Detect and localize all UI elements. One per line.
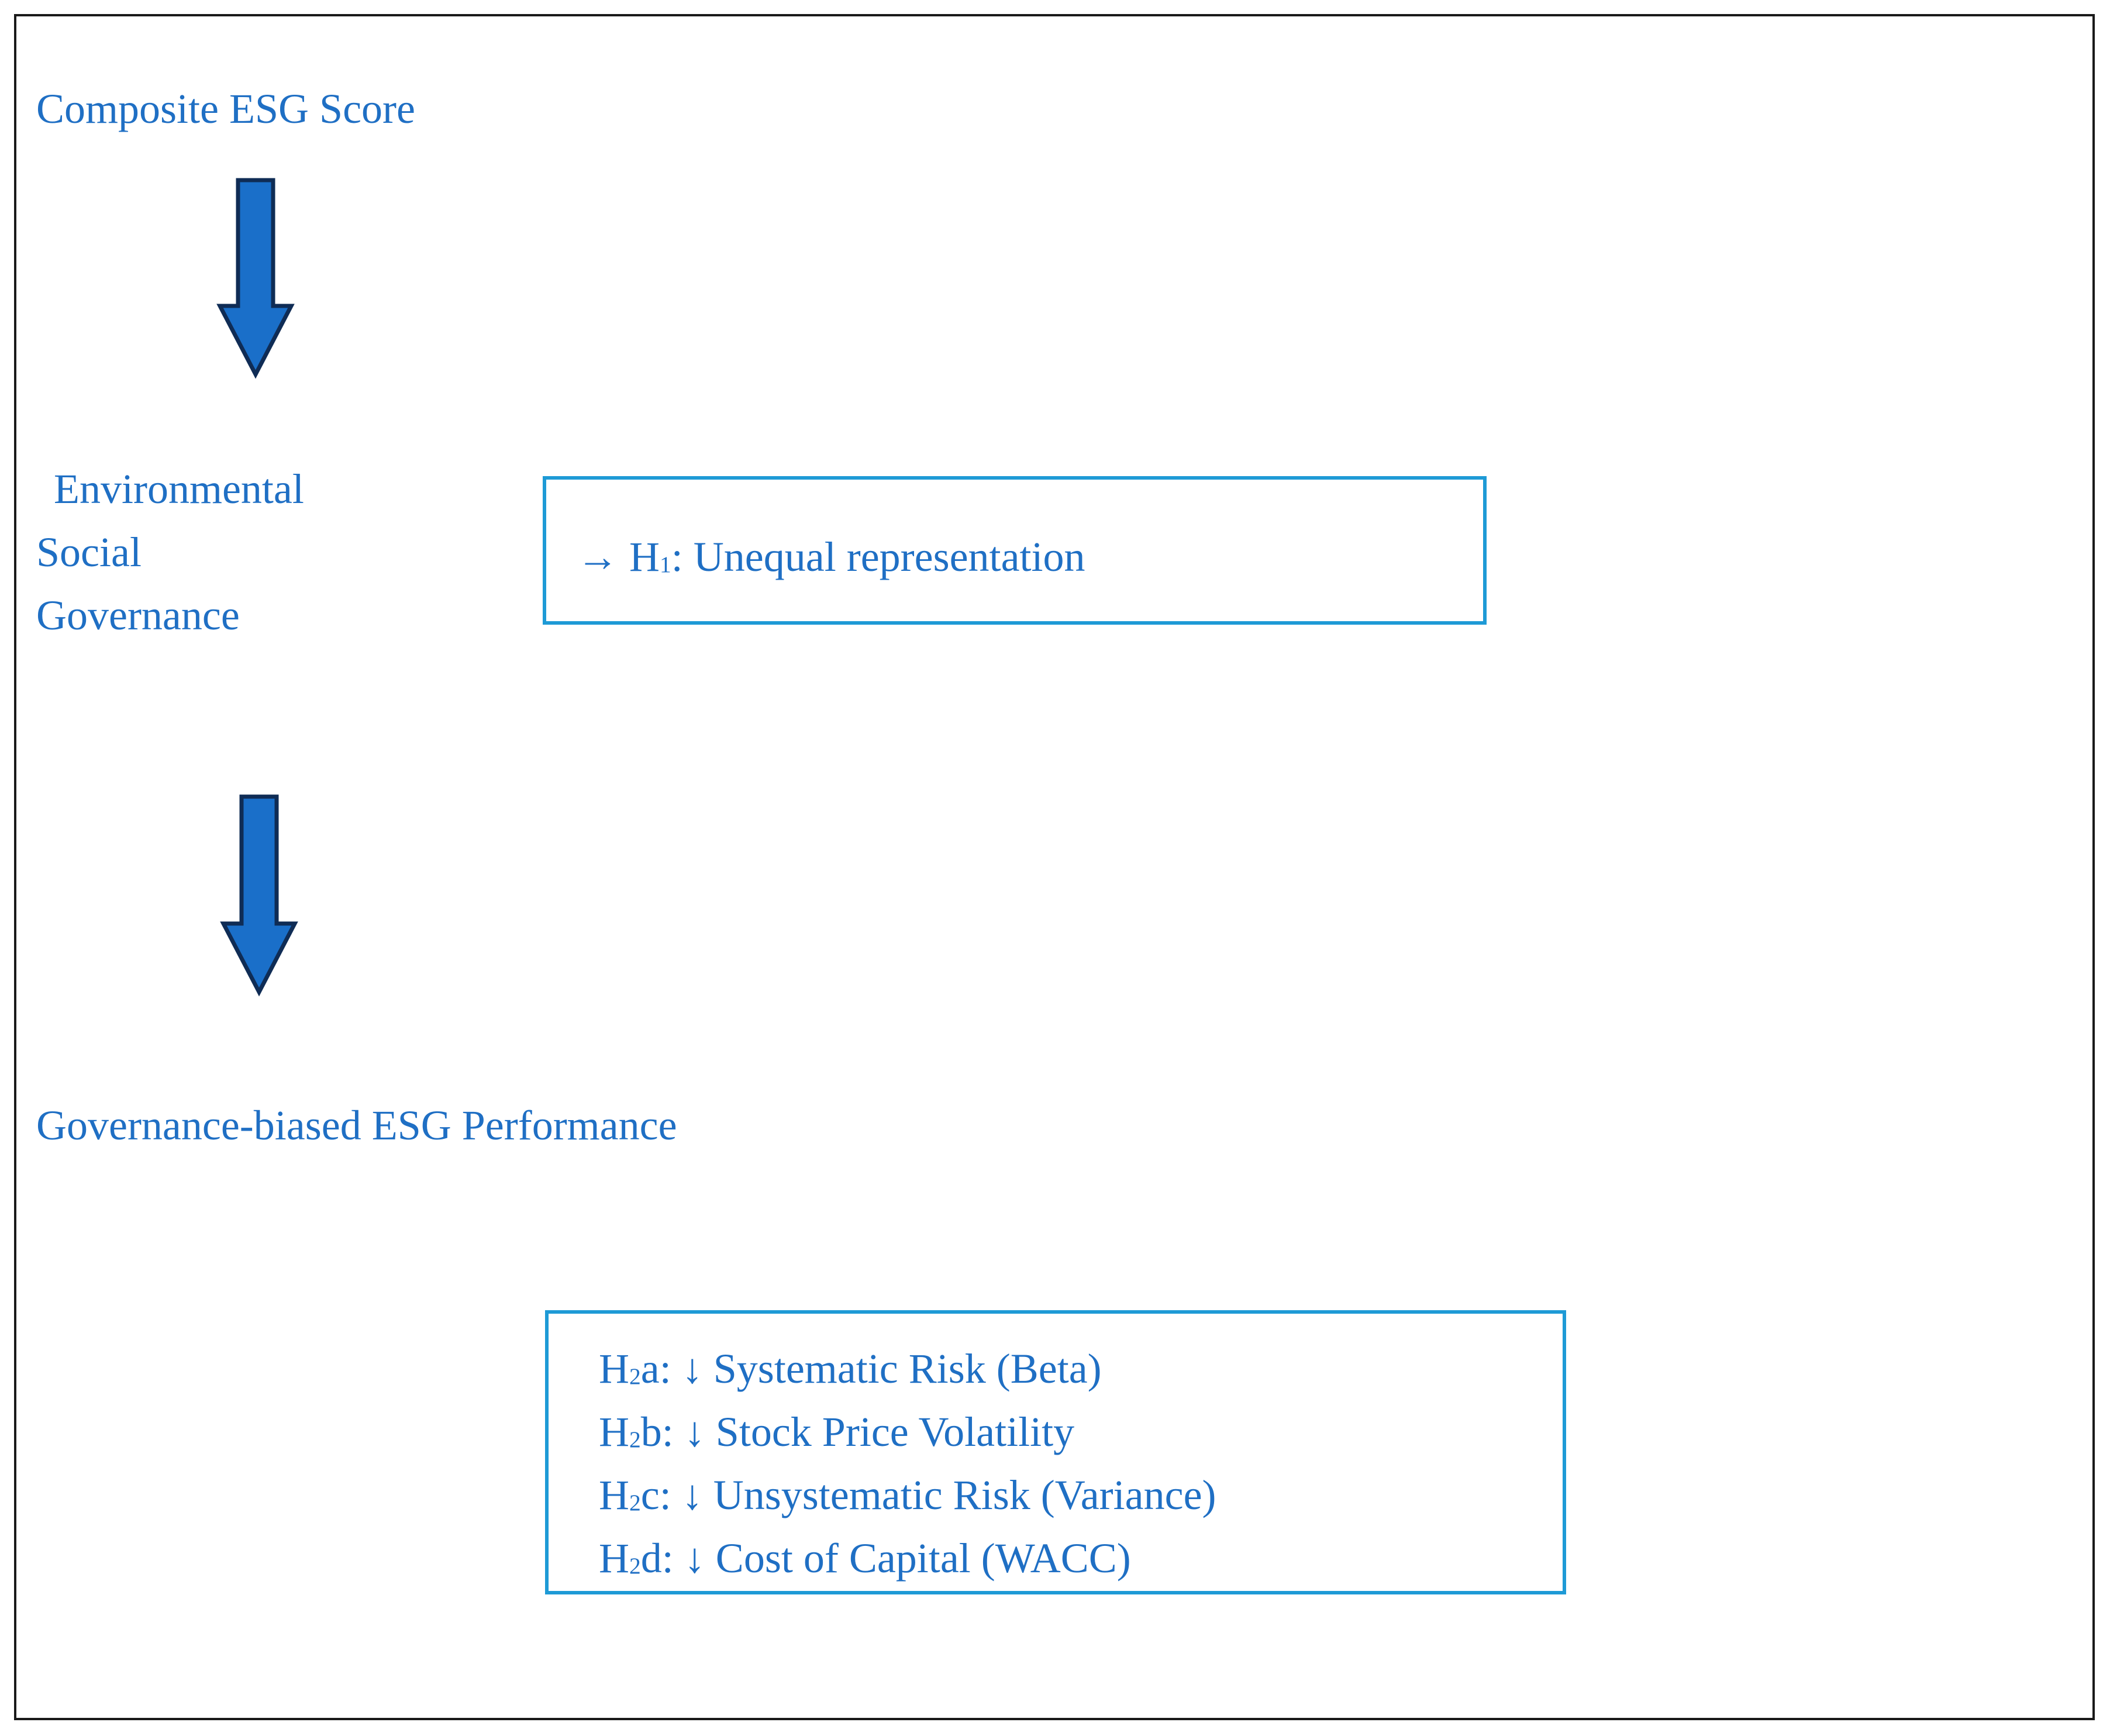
pillar-social: Social: [36, 529, 142, 576]
pillar-environmental: Environmental: [54, 466, 304, 512]
h2c-hypothesis-text: H2c: ↓ Unsystematic Risk (Variance): [599, 1472, 1216, 1518]
h2-hypotheses-box: H2a: ↓ Systematic Risk (Beta) H2b: ↓ Sto…: [545, 1310, 1566, 1594]
h1-hypothesis-box: → H1: Unequal representation: [543, 476, 1487, 625]
composite-esg-score-label: Composite ESG Score: [36, 85, 415, 132]
governance-biased-performance-label: Governance-biased ESG Performance: [36, 1102, 677, 1149]
down-arrow-icon: [220, 794, 298, 997]
h2b-hypothesis-text: H2b: ↓ Stock Price Volatility: [599, 1408, 1075, 1455]
h2d-hypothesis-text: H2d: ↓ Cost of Capital (WACC): [599, 1535, 1131, 1582]
down-arrow-icon: [216, 178, 295, 379]
h2a-hypothesis-text: H2a: ↓ Systematic Risk (Beta): [599, 1345, 1102, 1392]
h1-hypothesis-text: → H1: Unequal representation: [577, 533, 1085, 580]
pillar-governance: Governance: [36, 592, 240, 639]
diagram-frame: [14, 14, 2095, 1720]
